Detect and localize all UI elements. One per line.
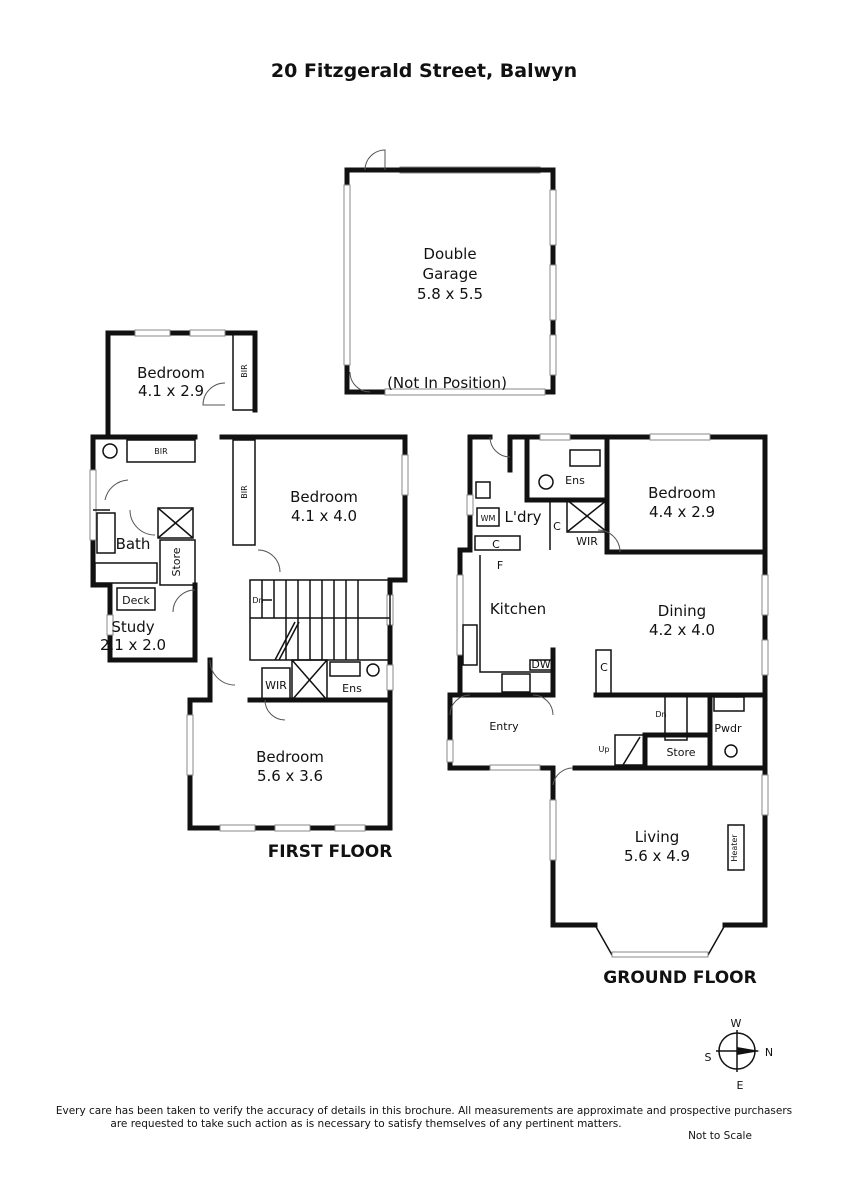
disclaimer-line-2: are requested to take such action as is … [110, 1118, 621, 1130]
gf-entry: Entry [489, 720, 519, 733]
gf-heater: Heater [730, 834, 739, 862]
gf-fridge: F [497, 559, 503, 572]
gf-bedroom-name: Bedroom [648, 484, 716, 502]
ff-wir: WIR [265, 679, 287, 692]
ff-bir-1: BIR [240, 364, 249, 378]
compass-w: W [731, 1017, 742, 1030]
gf-kitchen: Kitchen [490, 600, 546, 618]
ff-ens: Ens [342, 682, 362, 695]
gf-living-name: Living [635, 828, 680, 846]
ff-stairs-dn: Dn [252, 596, 263, 605]
gf-wm: WM [481, 514, 496, 523]
garage-note: (Not In Position) [387, 374, 507, 392]
gf-cupboard-3: C [600, 661, 608, 674]
first-floor-label: FIRST FLOOR [268, 842, 393, 862]
ff-bedroom-b-size: 4.1 x 4.0 [291, 507, 357, 525]
gf-cupboard-2: C [553, 520, 561, 533]
garage: Double Garage 5.8 x 5.5 (Not In Position… [343, 149, 557, 396]
gf-stairs-up: Up [599, 745, 610, 754]
gf-dishwasher: DW [531, 658, 550, 671]
gf-ens: Ens [565, 474, 585, 487]
gf-laundry: L'dry [504, 508, 541, 526]
plan-title: 20 Fitzgerald Street, Balwyn [271, 60, 577, 82]
ff-bath: Bath [116, 535, 151, 553]
ground-floor: Bedroom 4.4 x 2.9 Dining 4.2 x 4.0 Livin… [446, 433, 769, 988]
gf-stairs-dn: Dn [655, 710, 666, 719]
gf-dining-name: Dining [658, 602, 706, 620]
first-floor: Dn Bedroom 4.1 x 2.9 Bedroom 4.1 x 4.0 B… [89, 329, 409, 862]
gf-dining-size: 4.2 x 4.0 [649, 621, 715, 639]
garage-label-1: Double [423, 245, 476, 263]
compass-n: N [765, 1046, 773, 1059]
ff-bedroom-b-name: Bedroom [290, 488, 358, 506]
garage-size: 5.8 x 5.5 [417, 285, 483, 303]
ff-bedroom-a-name: Bedroom [137, 364, 205, 382]
gf-store: Store [666, 746, 695, 759]
ff-deck: Deck [122, 594, 150, 607]
gf-bedroom-size: 4.4 x 2.9 [649, 503, 715, 521]
ff-bedroom-a-size: 4.1 x 2.9 [138, 382, 204, 400]
compass-s: S [705, 1051, 712, 1064]
garage-label-2: Garage [423, 265, 478, 283]
ff-bir-2: BIR [154, 447, 168, 456]
gf-living-size: 5.6 x 4.9 [624, 847, 690, 865]
disclaimer-line-1: Every care has been taken to verify the … [56, 1105, 792, 1117]
compass-e: E [737, 1079, 744, 1092]
compass-icon: W N S E [705, 1017, 774, 1092]
ff-store: Store [170, 547, 183, 576]
ground-floor-label: GROUND FLOOR [603, 968, 756, 988]
ff-study-size: 2.1 x 2.0 [100, 636, 166, 654]
ff-bedroom-c-name: Bedroom [256, 748, 324, 766]
gf-cupboard-1: C [492, 538, 500, 551]
ff-study-name: Study [111, 618, 154, 636]
gf-wir: WIR [576, 535, 598, 548]
gf-powder: Pwdr [714, 722, 742, 735]
ff-bir-3: BIR [240, 485, 249, 499]
scale-note: Not to Scale [688, 1130, 752, 1142]
ff-bedroom-c-size: 5.6 x 3.6 [257, 767, 323, 785]
